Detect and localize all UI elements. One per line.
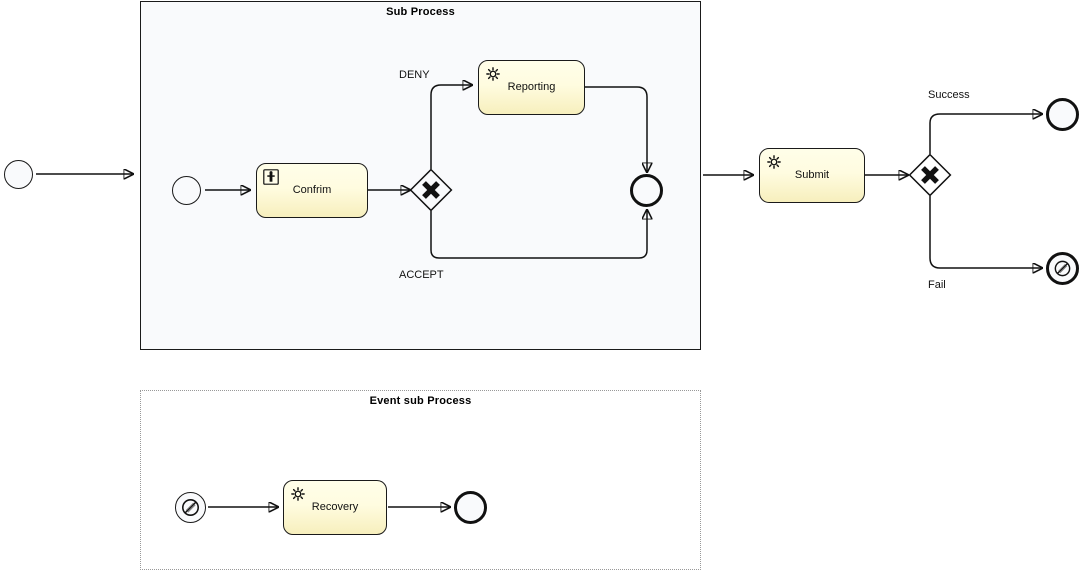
event-sub-process-start-cancel[interactable]: [175, 492, 206, 523]
edge-label-fail: Fail: [928, 279, 946, 291]
flow-fail: [929, 196, 1042, 268]
task-submit[interactable]: Submit: [759, 148, 865, 203]
event-sub-process-container[interactable]: Event sub Process: [140, 390, 701, 570]
task-reporting[interactable]: Reporting: [478, 60, 585, 115]
edge-label-deny: DENY: [399, 69, 430, 81]
task-label: Confrim: [292, 184, 332, 196]
x-cross-icon: [908, 153, 952, 197]
flow-success: [929, 114, 1042, 154]
gateway-sub-process-exclusive[interactable]: [409, 168, 453, 212]
receive-task-icon: [263, 169, 279, 185]
edge-label-accept: ACCEPT: [399, 269, 444, 281]
task-confrim[interactable]: Confrim: [256, 163, 368, 218]
event-end-fail[interactable]: [1046, 252, 1079, 285]
cancel-icon: [182, 499, 199, 516]
event-sub-process-start[interactable]: [172, 176, 201, 205]
event-sub-process-end-2[interactable]: [454, 491, 487, 524]
sub-process-title: Sub Process: [386, 6, 455, 18]
x-cross-icon: [409, 168, 453, 212]
event-process-start[interactable]: [4, 160, 33, 189]
event-sub-process-title: Event sub Process: [369, 395, 472, 407]
sub-process-container[interactable]: Sub Process: [140, 1, 701, 350]
event-sub-process-end[interactable]: [630, 174, 663, 207]
service-task-gear-icon: [291, 487, 305, 501]
task-label: Submit: [794, 169, 830, 181]
task-recovery[interactable]: Recovery: [283, 480, 387, 535]
gateway-result-exclusive[interactable]: [908, 153, 952, 197]
task-label: Reporting: [507, 81, 556, 93]
event-end-success[interactable]: [1046, 98, 1079, 131]
service-task-gear-icon: [767, 155, 781, 169]
cancel-icon: [1054, 260, 1071, 277]
task-label: Recovery: [311, 501, 359, 513]
edge-label-success: Success: [928, 89, 970, 101]
service-task-gear-icon: [486, 67, 500, 81]
